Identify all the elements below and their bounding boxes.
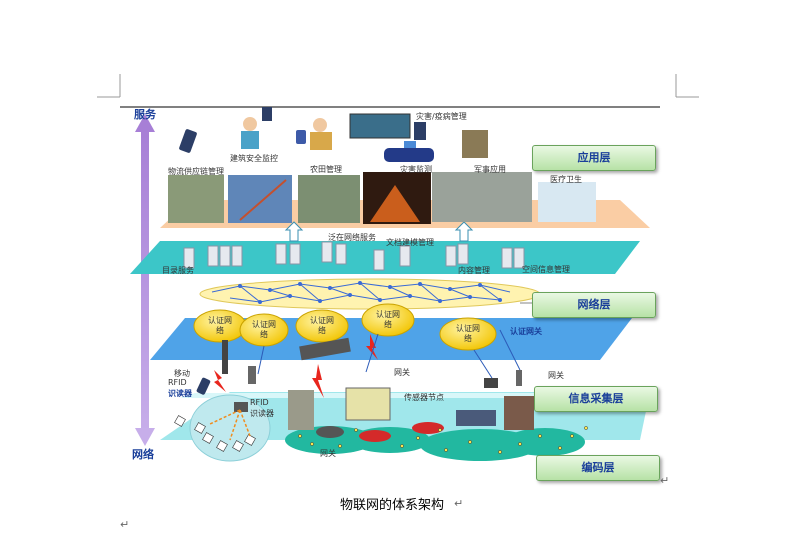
coding-layer-label: 编码层 <box>536 455 660 481</box>
rfid-reader-label-2: 识读器 <box>250 409 274 418</box>
service-spatial-info-label: 空间信息管理 <box>522 265 570 274</box>
sensor-node-label: 传感器节点 <box>404 393 444 402</box>
service-ubiquitous-label: 泛在网络服务 <box>328 233 376 242</box>
mobile-rfid-label-2: RFID <box>168 378 187 387</box>
service-directory-label: 目录服务 <box>162 266 194 275</box>
axis-top-label: 服务 <box>134 108 156 121</box>
auth-net-label-1: 认证网络 <box>208 316 232 335</box>
application-layer-label: 应用层 <box>532 145 656 171</box>
app-medical-label: 医疗卫生 <box>550 175 582 184</box>
application-photos <box>168 172 596 224</box>
paragraph-mark: ↵ <box>454 497 464 510</box>
network-layer-label: 网络层 <box>532 292 656 318</box>
wireless-links <box>214 334 378 398</box>
collection-devices <box>174 337 534 452</box>
sensor-nodes <box>298 426 588 454</box>
auth-net-label-2: 认证网络 <box>252 320 276 339</box>
sensor-field-4 <box>505 428 585 456</box>
mobile-rfid-label-3: 识读器 <box>168 389 192 398</box>
app-building-monitor-label: 建筑安全监控 <box>230 154 278 163</box>
backbone-network-ellipse <box>199 278 541 310</box>
auth-network-cloud-5 <box>439 317 497 351</box>
auth-network-cloud-3 <box>295 309 349 343</box>
auth-gateway-label: 认证网关 <box>510 327 542 336</box>
collection-layer-label: 信息采集层 <box>534 386 658 412</box>
gateway-label-c: 网关 <box>320 449 336 458</box>
app-military-label: 军事应用 <box>474 165 506 174</box>
app-agriculture-label: 农田管理 <box>310 165 342 174</box>
service-content-mgmt-label: 内容管理 <box>458 266 490 275</box>
axis-bottom-label: 网络 <box>132 448 154 461</box>
gateway-label-b: 网关 <box>548 371 564 380</box>
gateway-label-a: 网关 <box>394 368 410 377</box>
service-network-axis-arrow <box>135 114 155 446</box>
paragraph-mark-bottom: ↵ <box>120 518 130 531</box>
service-doc-mgmt-label: 文档建模管理 <box>386 238 434 247</box>
auth-net-label-3: 认证网络 <box>310 316 334 335</box>
app-supply-chain-label: 物流供应链管理 <box>168 167 224 176</box>
paragraph-mark-right: ↵ <box>660 474 670 487</box>
application-icons <box>179 107 488 162</box>
servers-row <box>183 241 525 271</box>
auth-network-cloud-4 <box>361 303 415 337</box>
app-disaster-mgmt-label: 灾害/疫病管理 <box>416 112 467 121</box>
auth-net-label-4: 认证网络 <box>376 310 400 329</box>
sensor-field-1 <box>285 426 375 454</box>
auth-net-label-5: 认证网络 <box>456 324 480 343</box>
figure-caption: 物联网的体系架构 <box>340 498 445 513</box>
app-disaster-monitor-label: 灾害监测 <box>400 165 432 174</box>
mobile-rfid-label-1: 移动 <box>174 369 190 378</box>
service-up-arrows <box>284 221 474 242</box>
rfid-reader-label-1: RFID <box>250 398 269 407</box>
